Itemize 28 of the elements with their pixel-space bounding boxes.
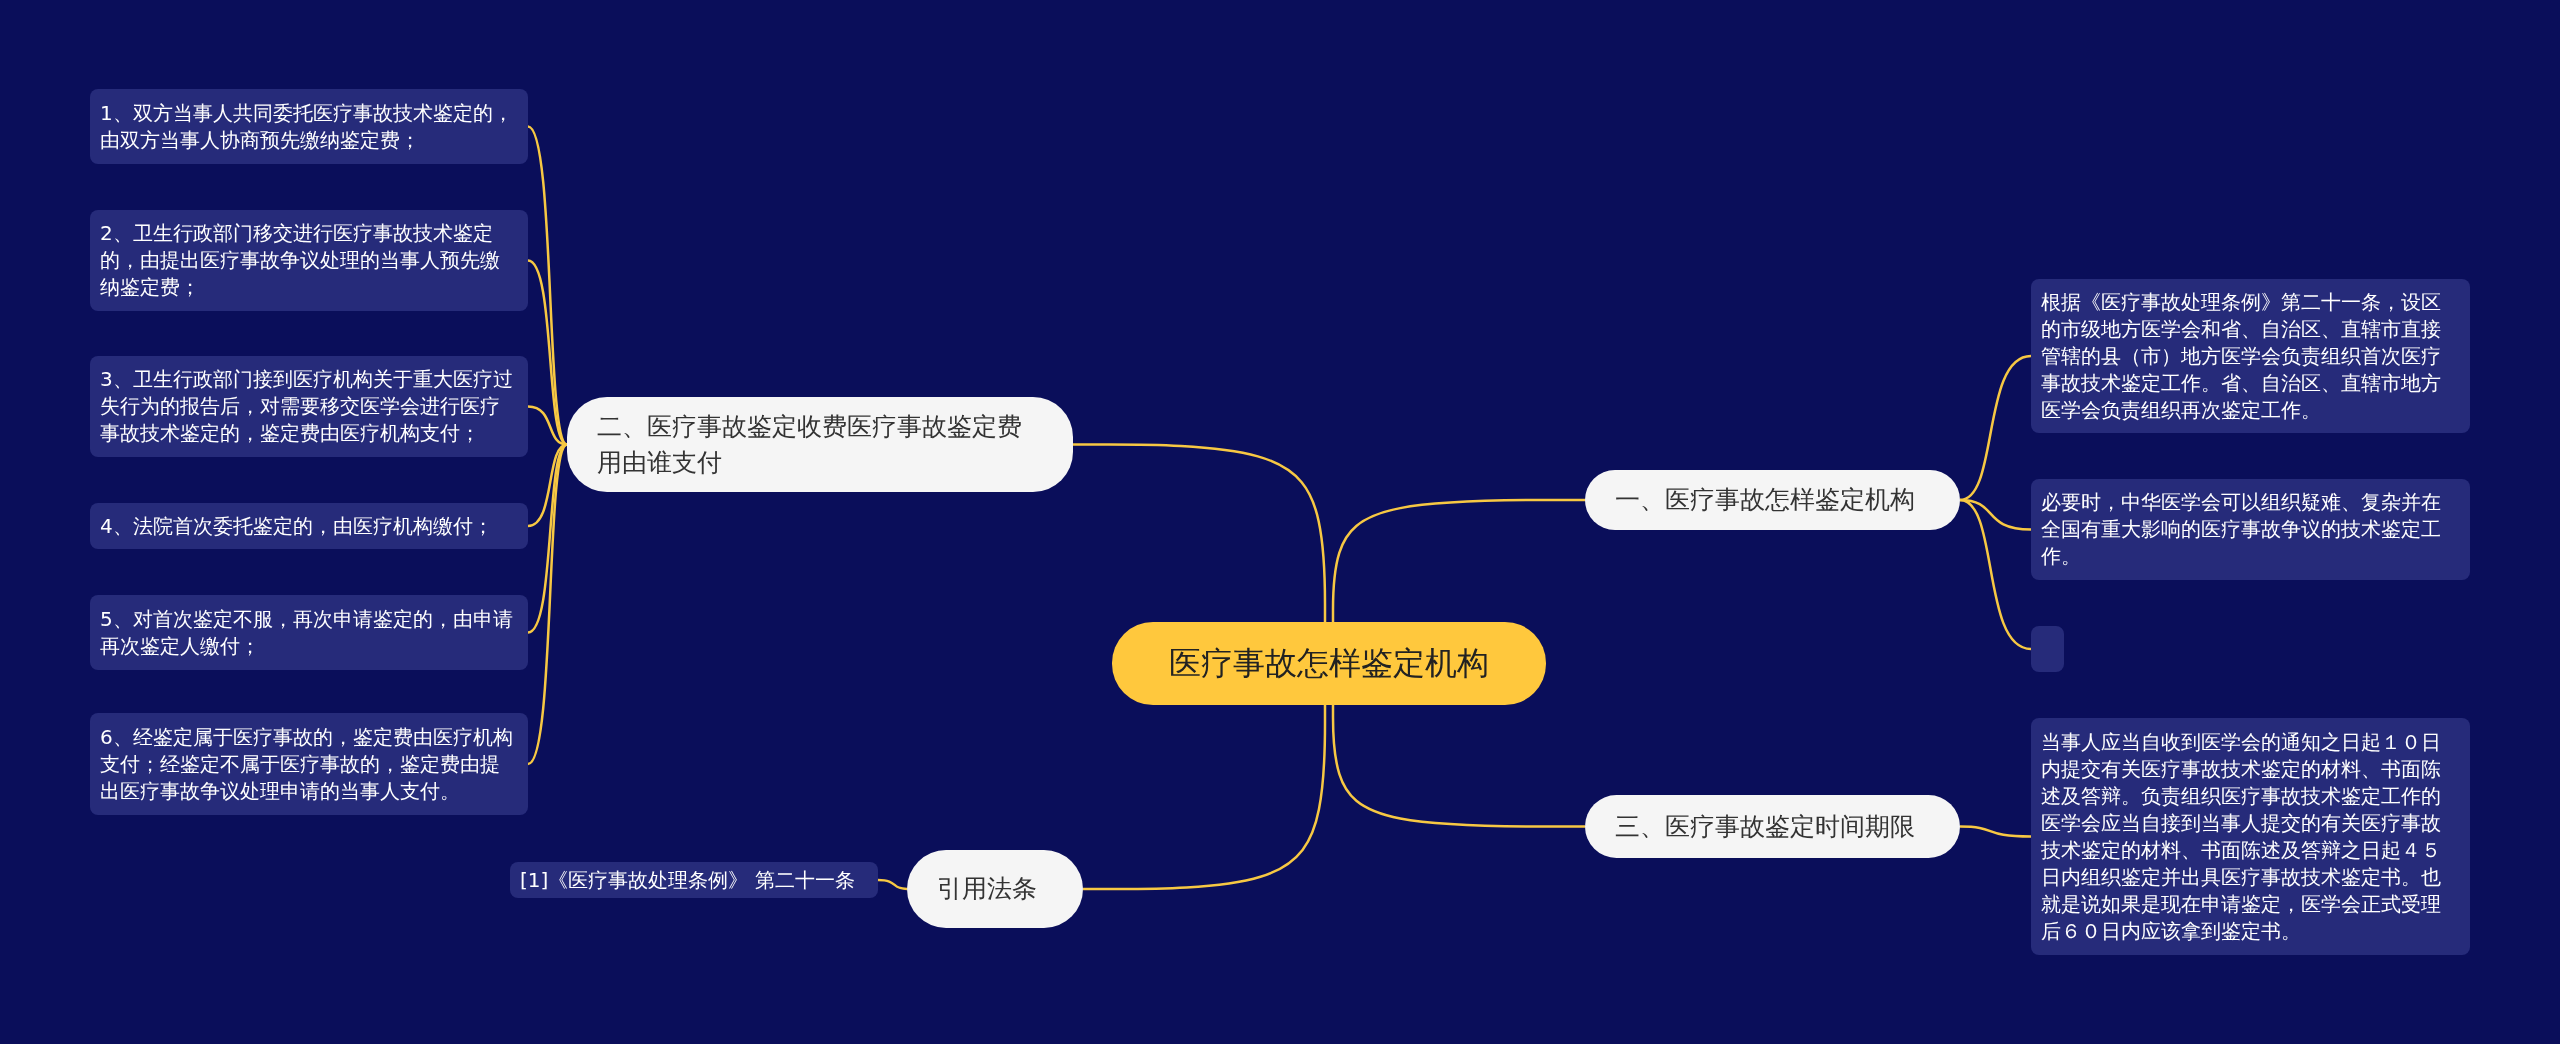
note-card: 4、法院首次委托鉴定的，由医疗机构缴付； [90,503,528,549]
connector-line [1959,498,2032,651]
connector-line [527,443,568,765]
note-card: 1、双方当事人共同委托医疗事故技术鉴定的，由双方当事人协商预先缴纳鉴定费； [90,89,528,164]
note-card: 当事人应当自收到医学会的通知之日起１０日内提交有关医疗事故技术鉴定的材料、书面陈述及答辩。负责组织医疗事故技术鉴定工作的医学会应当自接到当事人提交的有关医疗事故技术鉴定的材料、书面陈述及答辩之日起４５日内组织鉴定并出具医疗事故技术鉴定书。也就是说如果是现在申请鉴定，医学会正式受理后６０日内应该拿到鉴定书。 [2031,718,2470,955]
note-card: 必要时，中华医学会可以组织疑难、复杂并在全国有重大影响的医疗事故争议的技术鉴定工作。 [2031,479,2470,580]
note-card: 3、卫生行政部门接到医疗机构关于重大医疗过失行为的报告后，对需要移交医学会进行医疗事故技术鉴定的，鉴定费由医疗机构支付； [90,356,528,457]
connector-line [1959,825,2032,838]
note-card: 5、对首次鉴定不服，再次申请鉴定的，由申请再次鉴定人缴付； [90,595,528,670]
central-topic: 医疗事故怎样鉴定机构 [1112,622,1546,705]
topic-pill: 一、医疗事故怎样鉴定机构 [1585,470,1960,530]
connector-line [1083,705,1327,891]
note-card: 2、卫生行政部门移交进行医疗事故技术鉴定的，由提出医疗事故争议处理的当事人预先缴纳鉴定费； [90,210,528,311]
connector-line [877,878,908,891]
topic-pill: 二、医疗事故鉴定收费医疗事故鉴定费用由谁支付 [567,397,1073,492]
connector-line [1331,498,1585,622]
note-card: 6、经鉴定属于医疗事故的，鉴定费由医疗机构支付；经鉴定不属于医疗事故的，鉴定费由提出医疗事故争议处理申请的当事人支付。 [90,713,528,815]
connector-line [527,443,568,634]
connector-line [1073,443,1327,622]
topic-pill: 三、医疗事故鉴定时间期限 [1585,795,1960,858]
note-card: [1]《医疗事故处理条例》 第二十一条 [510,862,878,898]
topic-pill: 引用法条 [907,850,1083,928]
connector-line [527,125,568,446]
empty-card [2031,626,2064,672]
note-card: 根据《医疗事故处理条例》第二十一条，设区的市级地方医学会和省、自治区、直辖市直接管辖的县（市）地方医学会负责组织首次医疗事故技术鉴定工作。省、自治区、直辖市地方医学会负责组织再次鉴定工作。 [2031,279,2470,433]
connector-line [1959,354,2032,502]
connector-line [1331,705,1585,828]
connector-line [527,259,568,446]
